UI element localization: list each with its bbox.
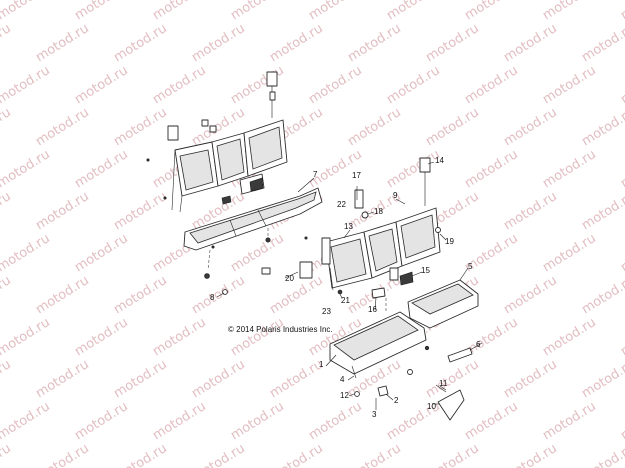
callout-17: 17 — [352, 171, 361, 180]
callout-6: 6 — [476, 340, 481, 349]
callout-22: 22 — [337, 200, 346, 209]
front-seat-base-left — [329, 311, 430, 375]
callout-13: 13 — [344, 222, 353, 231]
callout-20: 20 — [285, 274, 294, 283]
callout-2: 2 — [394, 396, 399, 405]
front-seat-base-right — [407, 279, 479, 329]
callout-3: 3 — [372, 410, 377, 419]
callout-12: 12 — [340, 391, 349, 400]
callout-19: 19 — [445, 237, 454, 246]
rear-seat-back-left — [171, 119, 288, 213]
rear-seat-back-right — [321, 157, 441, 289]
callout-16: 16 — [368, 305, 377, 314]
copyright-notice: © 2014 Polaris Industries Inc. — [228, 325, 333, 334]
callout-10: 10 — [427, 402, 436, 411]
callout-11: 11 — [439, 379, 448, 388]
leader-lines — [207, 161, 483, 410]
rear-seat-base-left — [183, 173, 323, 251]
callout-9: 9 — [393, 191, 398, 200]
hardware — [146, 158, 441, 299]
callout-5: 5 — [468, 262, 473, 271]
callout-8: 8 — [210, 293, 215, 302]
callout-14: 14 — [435, 156, 444, 165]
rear-headrest-bracket-left — [167, 71, 278, 141]
callout-23: 23 — [322, 307, 331, 316]
callout-21: 21 — [341, 296, 350, 305]
callout-18: 18 — [374, 207, 383, 216]
callout-7: 7 — [313, 170, 318, 179]
callout-4: 4 — [340, 375, 345, 384]
front-bracket — [351, 347, 473, 421]
callout-1: 1 — [319, 360, 324, 369]
callout-15: 15 — [421, 266, 430, 275]
